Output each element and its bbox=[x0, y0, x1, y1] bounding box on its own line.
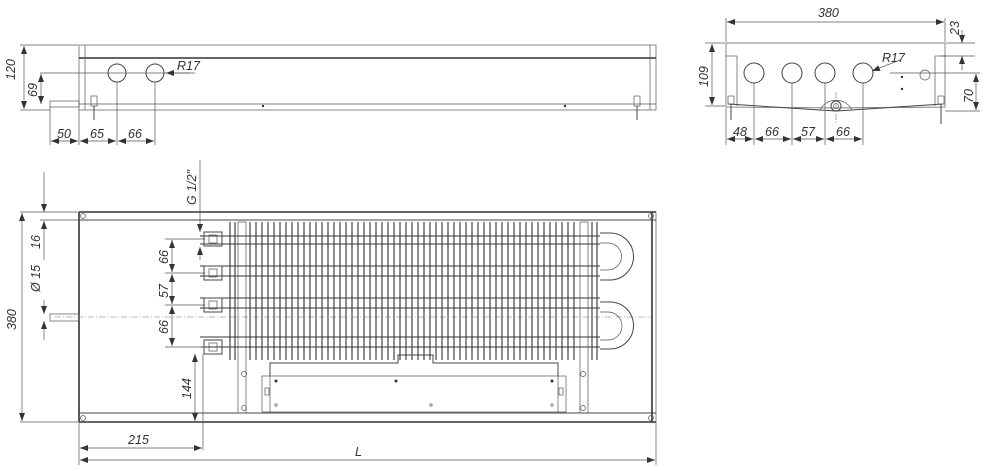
side-radius-label: R17 bbox=[177, 59, 201, 73]
spacing-3-label: 66 bbox=[157, 320, 171, 334]
end-view bbox=[705, 18, 980, 145]
side-height-pipe-label: 69 bbox=[26, 83, 40, 97]
spacing-1-label: 66 bbox=[157, 250, 171, 264]
side-height-total-label: 120 bbox=[4, 59, 18, 80]
plan-view bbox=[19, 160, 657, 465]
end-dim-c-label: 57 bbox=[801, 125, 816, 139]
plan-width-label: 380 bbox=[5, 309, 19, 330]
bottom-offset-label: 144 bbox=[180, 378, 194, 399]
connection-fittings bbox=[203, 231, 223, 355]
side-view bbox=[20, 44, 657, 145]
end-dim-d-label: 66 bbox=[836, 125, 850, 139]
end-drain-height-label: 70 bbox=[962, 89, 976, 103]
end-height-label: 109 bbox=[697, 66, 711, 87]
left-offset-label: 215 bbox=[127, 433, 149, 447]
spacing-2-label: 57 bbox=[157, 283, 171, 298]
end-dim-a-label: 48 bbox=[733, 125, 747, 139]
pipe-diameter-label: Ø 15 bbox=[29, 265, 43, 293]
side-dim-c-label: 66 bbox=[128, 127, 142, 141]
end-top-offset-label: 23 bbox=[948, 21, 962, 36]
length-label: L bbox=[355, 445, 362, 459]
end-width-label: 380 bbox=[818, 6, 839, 20]
thread-size-label: G 1/2" bbox=[185, 169, 199, 205]
plan-top-offset-label: 16 bbox=[29, 235, 43, 249]
side-dim-b-label: 65 bbox=[90, 127, 104, 141]
side-dim-a-label: 50 bbox=[57, 127, 71, 141]
heat-exchanger-fins bbox=[229, 222, 598, 360]
end-dim-b-label: 66 bbox=[765, 125, 779, 139]
end-radius-label: R17 bbox=[882, 51, 906, 65]
